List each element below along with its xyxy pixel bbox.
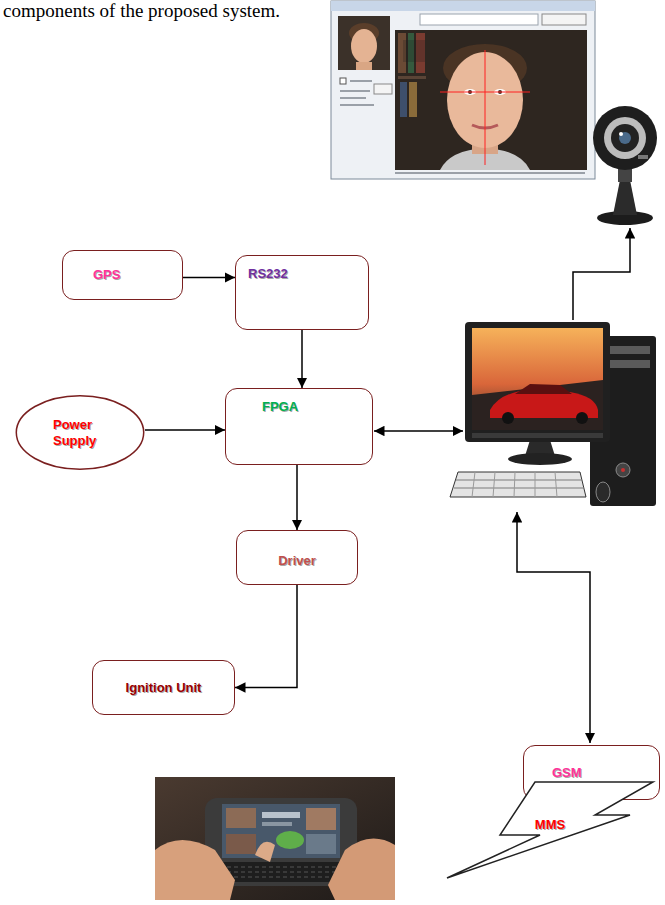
node-label: MMS <box>535 817 565 833</box>
software-screenshot <box>331 1 595 179</box>
phone-photo <box>220 867 342 877</box>
software-screenshot <box>542 14 586 25</box>
process-box: Ignition Unit <box>92 660 235 715</box>
desktop-computer <box>576 412 588 424</box>
desktop-computer <box>472 433 603 438</box>
phone-photo <box>155 840 235 900</box>
wire-arrows <box>374 228 630 743</box>
connector-arrow <box>235 585 297 688</box>
phone-photo <box>226 834 256 854</box>
phone-photo <box>262 822 292 826</box>
desktop-computer <box>596 482 610 502</box>
process-box: RS232 <box>235 255 369 330</box>
software-screenshot <box>403 40 425 62</box>
wire-arrows <box>573 228 630 320</box>
software-screenshot <box>351 29 377 63</box>
desktop-computer <box>621 468 625 472</box>
connector-arrow <box>296 465 298 530</box>
desktop-computer <box>472 472 557 497</box>
desktop-computer <box>508 453 572 465</box>
connector-arrow <box>183 277 235 279</box>
node-label: Ignition Unit <box>126 680 202 696</box>
desktop-computer <box>465 322 610 442</box>
process-box: GPS <box>62 250 183 300</box>
phone-photo <box>222 804 340 858</box>
desktop-computer <box>472 328 603 430</box>
software-screenshot <box>331 1 595 11</box>
software-screenshot <box>350 80 372 82</box>
webcam <box>593 106 657 225</box>
webcam <box>593 106 657 170</box>
webcam <box>638 155 648 159</box>
connector-arrow <box>145 429 225 431</box>
phone-photo <box>255 842 275 862</box>
phone-photo <box>155 777 395 900</box>
phone-photo <box>226 808 256 828</box>
software-screenshot <box>485 50 486 165</box>
phone-photo <box>262 812 300 818</box>
software-screenshot <box>356 62 372 70</box>
desktop-computer <box>616 463 630 477</box>
phone-photo <box>276 831 304 849</box>
webcam <box>604 117 646 159</box>
process-box: FPGA <box>225 388 373 465</box>
phone-photo <box>155 777 395 900</box>
software-screenshot <box>340 90 370 92</box>
process-box: Driver <box>236 530 358 585</box>
phone-photo <box>306 834 336 854</box>
node-label: Driver <box>278 553 316 569</box>
phone-photo <box>328 839 395 900</box>
node-label: GPS <box>93 267 120 283</box>
software-screenshot <box>331 1 595 179</box>
connector-group <box>145 278 302 688</box>
wire-arrows <box>374 430 463 432</box>
node-label: FPGA <box>262 399 298 415</box>
software-screenshot <box>400 82 407 117</box>
webcam <box>619 132 631 144</box>
power-ellipse: Power Supply <box>15 395 145 470</box>
phone-photo <box>306 808 336 830</box>
software-screenshot <box>440 92 530 93</box>
desktop-computer <box>472 380 603 430</box>
desktop-computer <box>450 472 586 497</box>
desktop-computer <box>515 384 572 394</box>
software-screenshot <box>409 82 417 117</box>
connector-arrow <box>301 330 303 388</box>
software-screenshot <box>395 30 587 170</box>
desktop-computer <box>450 322 656 506</box>
software-screenshot <box>395 172 585 174</box>
wire-arrows <box>517 512 590 743</box>
ellipse-outline <box>16 396 143 470</box>
lightning-shape: MMS <box>445 780 655 880</box>
software-screenshot <box>340 97 366 99</box>
node-label: GSM <box>552 765 582 781</box>
node-label: Power Supply <box>53 417 111 449</box>
software-screenshot <box>420 14 538 25</box>
lightning-outline <box>447 782 653 878</box>
desktop-computer <box>502 412 514 424</box>
webcam <box>613 180 637 215</box>
webcam <box>611 124 639 152</box>
software-screenshot <box>338 16 390 70</box>
phone-photo <box>215 862 347 882</box>
software-screenshot <box>340 104 374 106</box>
software-screenshot <box>398 76 426 79</box>
software-screenshot <box>340 78 346 84</box>
webcam <box>619 132 623 136</box>
node-label: RS232 <box>248 266 288 282</box>
caption-text: components of the proposed system. <box>3 1 280 21</box>
software-screenshot <box>374 84 392 94</box>
